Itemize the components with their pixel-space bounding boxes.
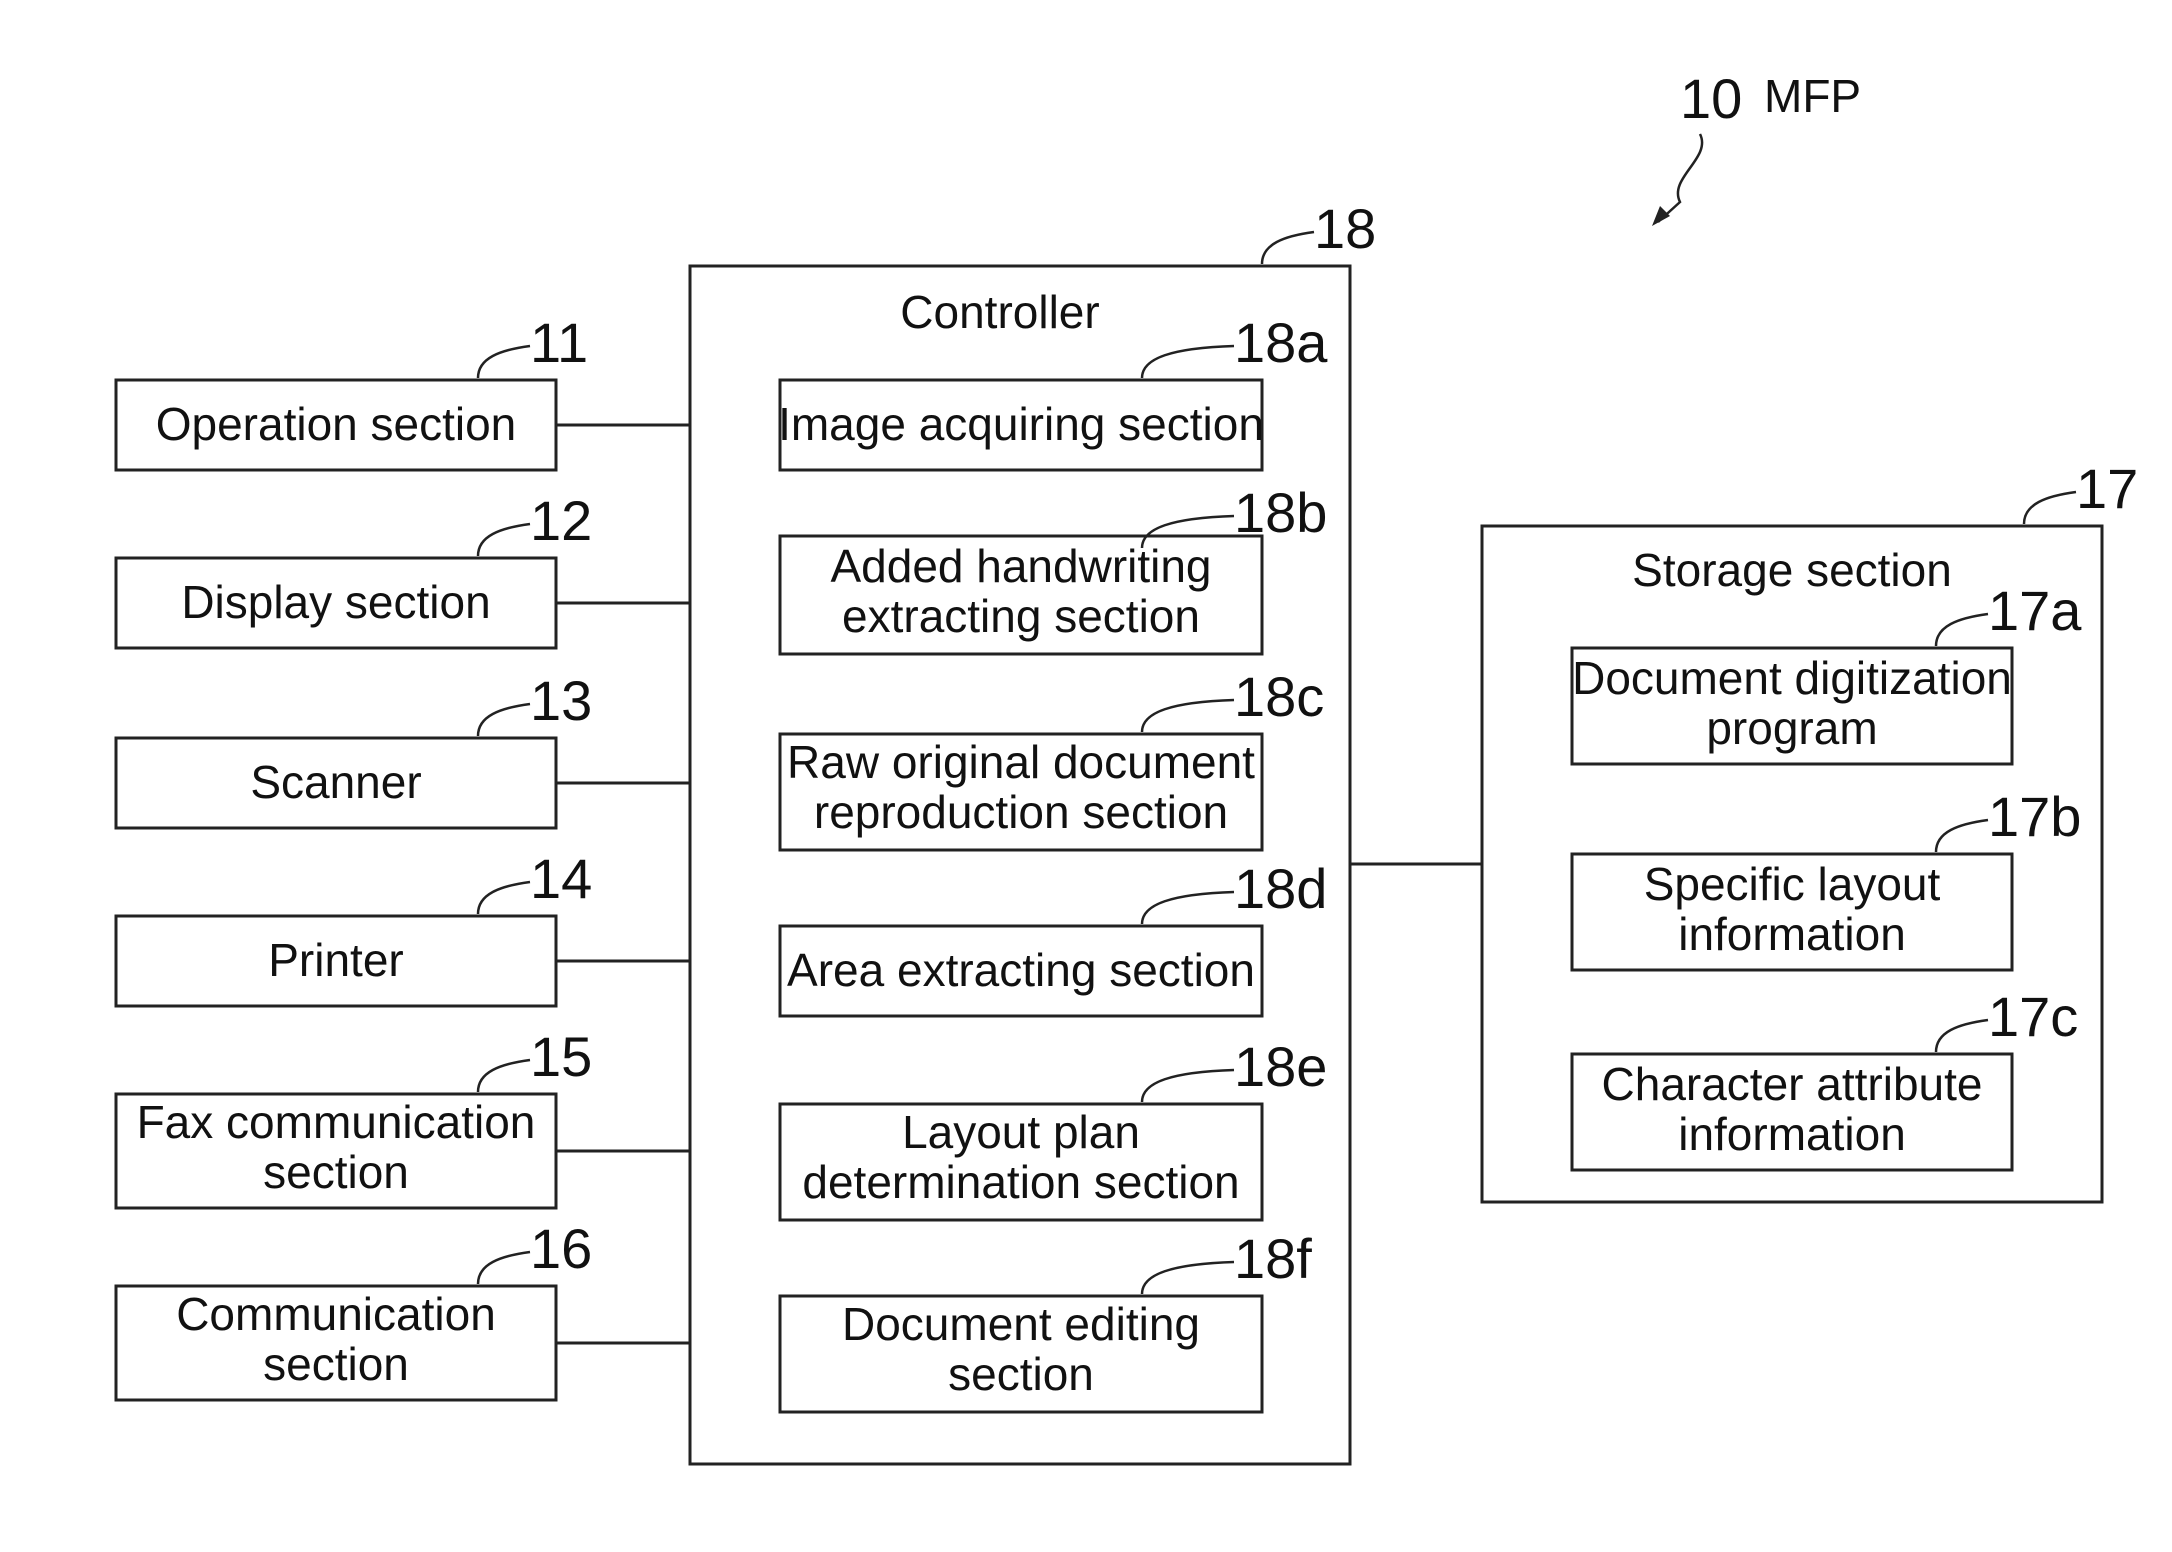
printer-ref: 14 xyxy=(530,847,592,910)
storage-section-ref: 17 xyxy=(2076,457,2138,520)
specific-layout-information-label-line1: Specific layout xyxy=(1644,858,1941,910)
communication-section-label-line1: Communication xyxy=(176,1288,496,1340)
fax-communication-section-block: Fax communication section 15 xyxy=(116,1025,592,1208)
specific-layout-information-ref: 17b xyxy=(1988,785,2081,848)
added-handwriting-extracting-section-ref: 18b xyxy=(1234,481,1327,544)
added-handwriting-extracting-section-label-line2: extracting section xyxy=(842,590,1200,642)
printer-label: Printer xyxy=(268,934,403,986)
storage-section-title: Storage section xyxy=(1632,544,1952,596)
operation-section-block: Operation section 11 xyxy=(116,311,588,470)
document-editing-section-label-line2: section xyxy=(948,1348,1094,1400)
document-digitization-program-label-line1: Document digitization xyxy=(1572,652,2012,704)
image-acquiring-section-ref: 18a xyxy=(1234,311,1328,374)
area-extracting-section-ref: 18d xyxy=(1234,857,1327,920)
printer-block: Printer 14 xyxy=(116,847,592,1006)
character-attribute-information-ref: 17c xyxy=(1988,985,2078,1048)
controller-block: Controller 18 Image acquiring section 18… xyxy=(690,197,1376,1464)
document-digitization-program-ref: 17a xyxy=(1988,579,2082,642)
storage-section-leader xyxy=(2024,492,2076,524)
scanner-block: Scanner 13 xyxy=(116,669,592,828)
raw-original-document-reproduction-section-ref: 18c xyxy=(1234,665,1324,728)
specific-layout-information-label-line2: information xyxy=(1678,908,1906,960)
character-attribute-information-label-line1: Character attribute xyxy=(1602,1058,1983,1110)
document-digitization-program-label-line2: program xyxy=(1706,702,1877,754)
communication-section-label-line2: section xyxy=(263,1338,409,1390)
device-pointer-arrow xyxy=(1658,134,1702,222)
communication-section-leader xyxy=(478,1252,530,1284)
communication-section-block: Communication section 16 xyxy=(116,1217,592,1400)
controller-title: Controller xyxy=(900,286,1099,338)
character-attribute-information-label-line2: information xyxy=(1678,1108,1906,1160)
controller-ref: 18 xyxy=(1314,197,1376,260)
device-label: 10 MFP xyxy=(1652,67,1861,226)
device-name-label: MFP xyxy=(1764,70,1861,122)
device-ref-label: 10 xyxy=(1680,67,1742,130)
image-acquiring-section-label: Image acquiring section xyxy=(778,398,1264,450)
scanner-leader xyxy=(478,704,530,736)
layout-plan-determination-section-ref: 18e xyxy=(1234,1035,1327,1098)
fax-communication-section-label-line2: section xyxy=(263,1146,409,1198)
display-section-leader xyxy=(478,524,530,556)
fax-communication-section-leader xyxy=(478,1060,530,1092)
communication-section-ref: 16 xyxy=(530,1217,592,1280)
document-editing-section-ref: 18f xyxy=(1234,1227,1312,1290)
fax-communication-section-label-line1: Fax communication xyxy=(137,1096,536,1148)
printer-leader xyxy=(478,882,530,914)
controller-leader xyxy=(1262,232,1314,264)
storage-section-block: Storage section 17 Document digitization… xyxy=(1482,457,2138,1202)
raw-original-document-reproduction-section-label-line1: Raw original document xyxy=(787,736,1255,788)
operation-section-label: Operation section xyxy=(156,398,517,450)
operation-section-leader xyxy=(478,346,530,378)
area-extracting-section-label: Area extracting section xyxy=(787,944,1255,996)
fax-communication-section-ref: 15 xyxy=(530,1025,592,1088)
scanner-label: Scanner xyxy=(250,756,421,808)
added-handwriting-extracting-section-label-line1: Added handwriting xyxy=(830,540,1211,592)
document-editing-section-label-line1: Document editing xyxy=(842,1298,1200,1350)
display-section-block: Display section 12 xyxy=(116,489,592,648)
operation-section-ref: 11 xyxy=(530,311,588,374)
scanner-ref: 13 xyxy=(530,669,592,732)
display-section-label: Display section xyxy=(181,576,490,628)
layout-plan-determination-section-label-line2: determination section xyxy=(802,1156,1239,1208)
left-sections: Operation section 11 Display section 12 … xyxy=(116,311,592,1400)
raw-original-document-reproduction-section-label-line2: reproduction section xyxy=(814,786,1228,838)
display-section-ref: 12 xyxy=(530,489,592,552)
layout-plan-determination-section-label-line1: Layout plan xyxy=(902,1106,1140,1158)
device-arrowhead xyxy=(1652,206,1670,226)
